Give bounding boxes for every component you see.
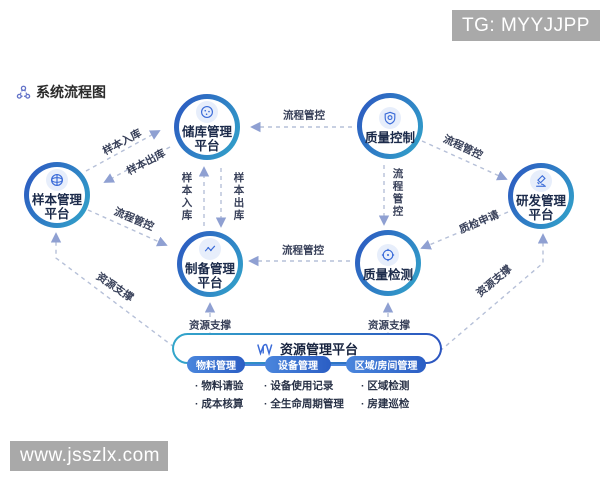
- list-item: 设备使用记录: [264, 379, 344, 394]
- edge-label-res-rnd: 资源支撑: [474, 263, 515, 300]
- node-label: 储库管理平台: [181, 124, 232, 153]
- node-label: 研发管理平台: [515, 193, 566, 222]
- node-rnd-platform: 研发管理平台: [508, 163, 574, 229]
- edge-label-qc-rnd: 流程管控: [441, 133, 485, 162]
- node-preparation-platform: 制备管理平台: [177, 231, 243, 297]
- page-title-text: 系统流程图: [36, 84, 106, 100]
- wave-icon: [256, 342, 274, 356]
- list-item: 全生命周期管理: [264, 397, 344, 412]
- node-sample-platform: 样本管理平台: [24, 162, 90, 228]
- node-label: 样本管理平台: [31, 192, 82, 221]
- edge-label-storage-prep-out: 样本出库: [232, 172, 245, 222]
- node-label: 制备管理平台: [184, 261, 235, 290]
- shield-icon: [379, 106, 401, 129]
- list-item: 房建巡检: [361, 397, 409, 412]
- edge-label-qc-storage: 流程管控: [283, 109, 325, 122]
- edge-label-res-qi: 资源支撑: [366, 317, 412, 333]
- edge-label-qi-prep: 流程管控: [282, 244, 324, 257]
- area-room-items: 区域检测 房建巡检: [361, 379, 409, 415]
- edge-resource-to-rnd: [439, 233, 549, 352]
- edge-label-res-sample: 资源支撑: [93, 270, 136, 305]
- equipment-items: 设备使用记录 全生命周期管理: [264, 379, 344, 415]
- line-chart-icon: [199, 237, 221, 260]
- watermark-bottom-left: www.jsszlx.com: [10, 441, 168, 471]
- pill-area-room-management: 区域/房间管理: [346, 356, 426, 373]
- edge-label-sample-out: 样本出库: [124, 147, 168, 178]
- watermark-top-right: TG: MYYJJPP: [452, 10, 600, 41]
- target-icon: [377, 243, 399, 266]
- list-item: 物料请验: [195, 379, 243, 394]
- edge-label-sample-prep: 流程管控: [112, 205, 156, 234]
- edge-label-res-prep: 资源支撑: [187, 317, 233, 333]
- edge-label-storage-prep-in: 样本入库: [180, 172, 193, 222]
- material-items: 物料请验 成本核算: [195, 379, 243, 415]
- node-quality-inspection: 质量检测: [355, 230, 421, 296]
- node-quality-control: 质量控制: [357, 93, 423, 159]
- node-label: 质量控制: [364, 130, 415, 145]
- pill-material-management: 物料管理: [187, 356, 245, 373]
- page-title: 系统流程图: [16, 82, 106, 102]
- edge-label-sample-in: 样本入库: [100, 127, 144, 158]
- list-item: 成本核算: [195, 397, 243, 412]
- list-item: 区域检测: [361, 379, 409, 394]
- edge-label-rnd-qi: 质检申请: [457, 208, 501, 237]
- resource-platform-title: 资源管理平台: [279, 342, 358, 357]
- pill-equipment-management: 设备管理: [265, 356, 331, 373]
- petri-dish-icon: [196, 100, 218, 123]
- globe-icon: [46, 168, 68, 191]
- node-label: 质量检测: [362, 267, 413, 282]
- node-storage-platform: 储库管理平台: [174, 94, 240, 160]
- network-molecule-icon: [16, 85, 31, 100]
- microscope-icon: [530, 169, 552, 192]
- edge-label-qc-qi: 流程管控: [391, 168, 404, 218]
